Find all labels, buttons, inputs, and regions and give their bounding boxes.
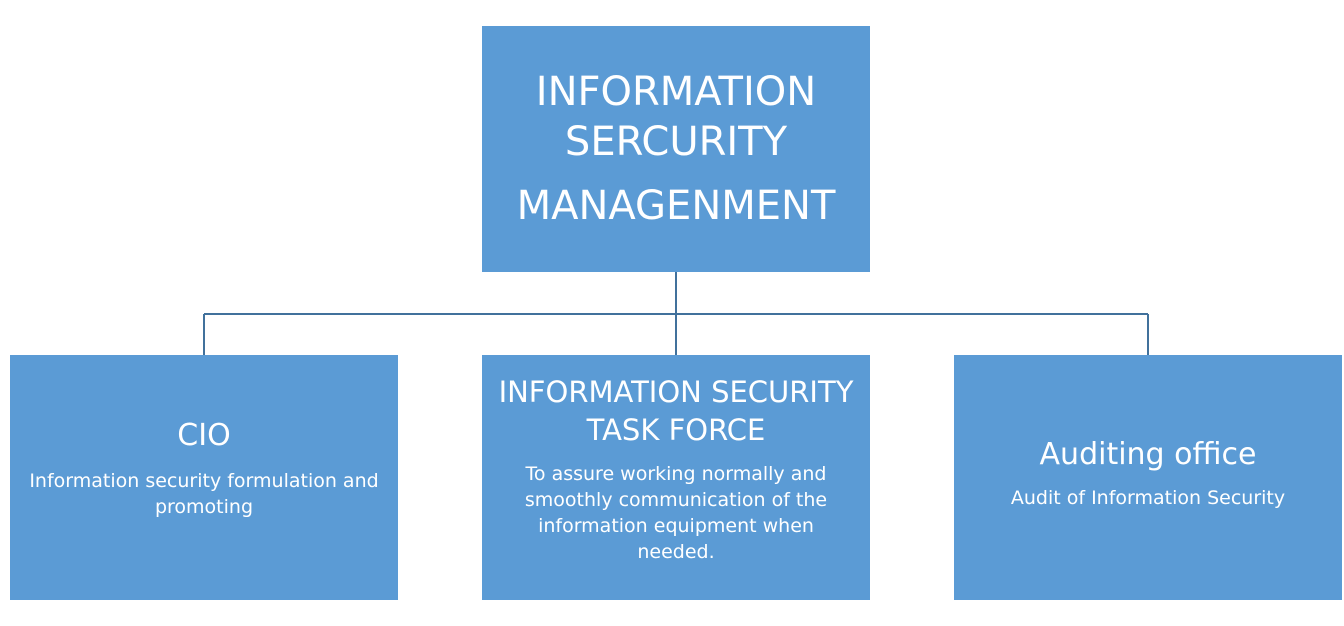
root-title-line-2: SERCURITY: [564, 119, 788, 165]
child-node-task-force: INFORMATION SECURITY TASK FORCE To assur…: [482, 355, 870, 600]
root-title-line-1: INFORMATION: [535, 69, 817, 115]
cio-title: CIO: [177, 417, 231, 453]
child-node-auditing-office: Auditing office Audit of Information Sec…: [954, 355, 1342, 600]
auditing-office-description: Audit of Information Security: [1010, 486, 1286, 509]
task-force-title: INFORMATION SECURITY TASK FORCE: [498, 375, 854, 447]
task-force-description: To assure working normally and smoothly …: [524, 463, 828, 563]
child-node-cio: CIO Information security formulation and…: [10, 355, 398, 600]
auditing-office-title: Auditing office: [1039, 436, 1257, 472]
root-title-line-3: MANAGENMENT: [516, 183, 836, 229]
cio-description: Information security formulation and pro…: [29, 469, 379, 518]
root-node-information-security-management: INFORMATION SERCURITY MANAGENMENT: [482, 26, 870, 272]
